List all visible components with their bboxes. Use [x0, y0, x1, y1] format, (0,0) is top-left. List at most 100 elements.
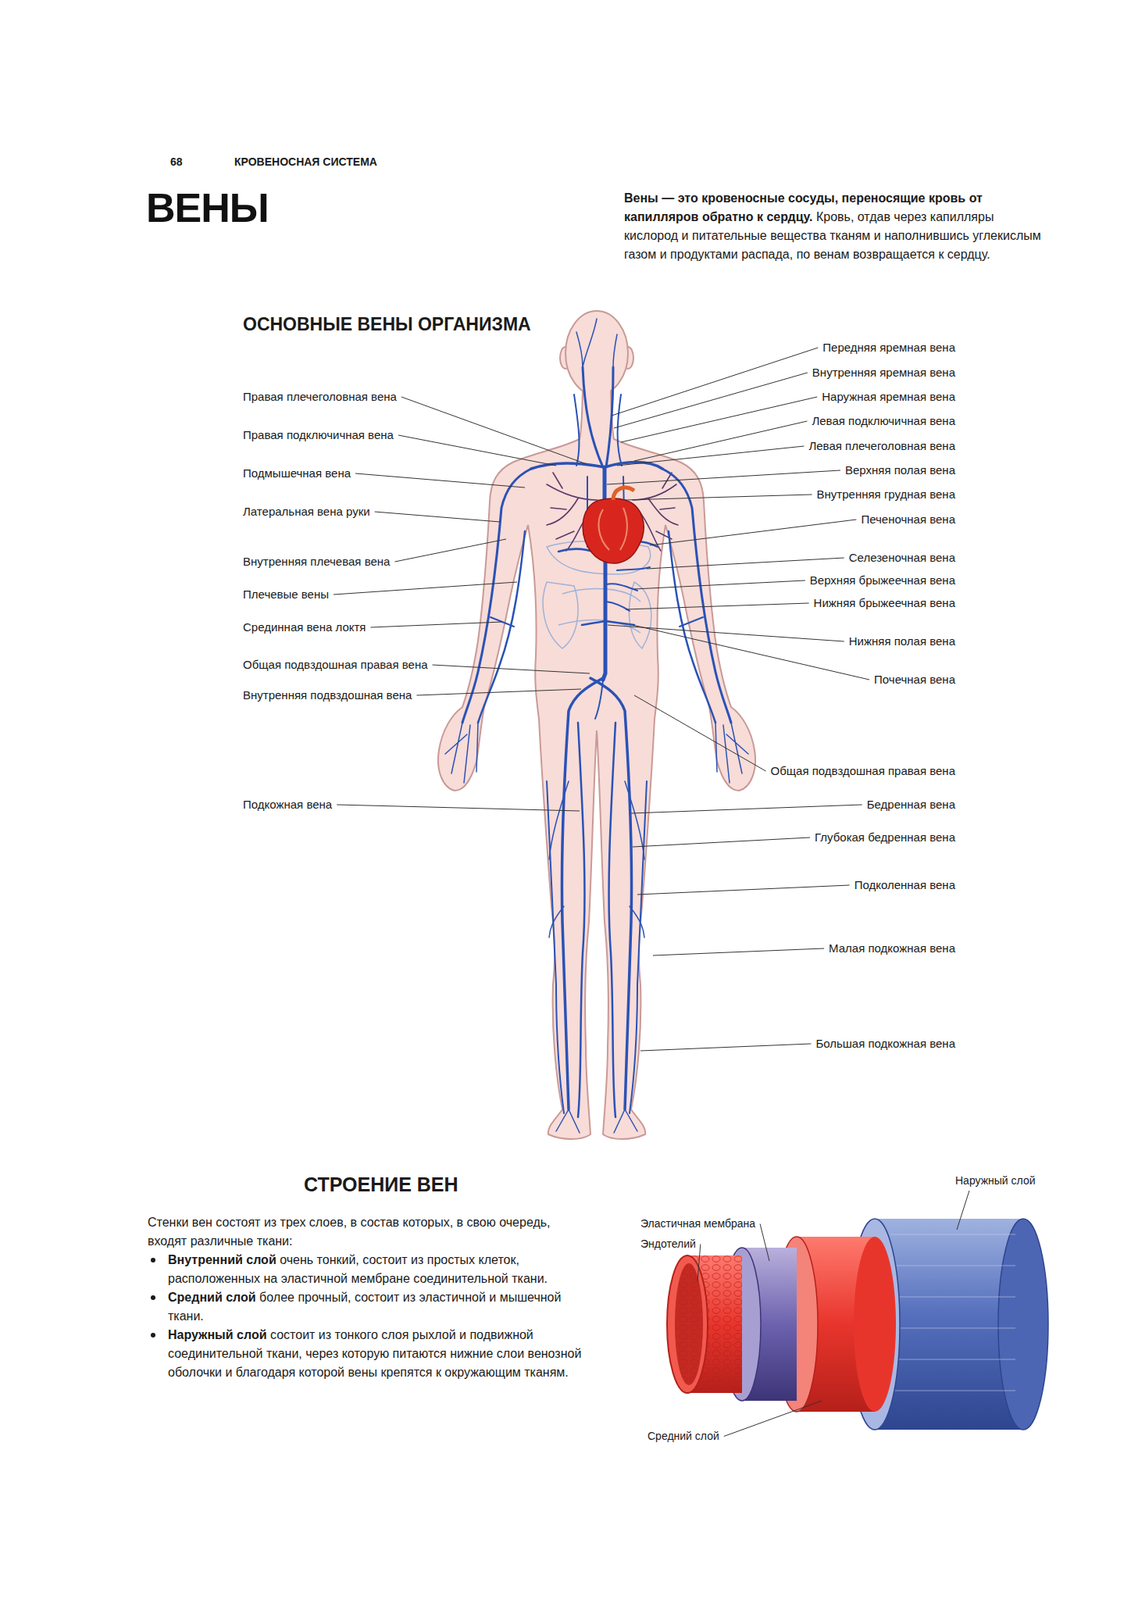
vein-label: Общая подвздошная правая вена [242, 657, 429, 672]
veins-part [602, 546, 606, 680]
heart-part [582, 498, 644, 564]
veins-part [445, 468, 603, 1133]
layer-label: Наружный слой [955, 1173, 1035, 1188]
veins-part [576, 318, 618, 368]
veins [445, 318, 749, 1133]
veins-part [582, 367, 603, 468]
leader-line [956, 1190, 970, 1230]
vein-label: Верхняя полая вена [845, 463, 956, 478]
layer-label: Эндотелий [640, 1237, 696, 1251]
vein-label: Плечевые вены [242, 587, 329, 602]
leader-line [336, 804, 580, 811]
vein-label: Правая подключичная вена [242, 428, 394, 443]
vein-label: Селезеночная вена [849, 550, 956, 565]
bullet-item: Внутренний слойочень тонкий, состоит из … [147, 1250, 587, 1288]
human-figure-part [438, 390, 597, 1139]
vein-wall-cylinder-part [890, 1234, 1016, 1391]
vein-label: Общая подвздошная правая вена [770, 763, 956, 778]
leader-line [370, 621, 503, 628]
vein-label: Передняя яремная вена [822, 340, 956, 355]
leader-line [606, 470, 841, 485]
layer-label: Средний слой [647, 1429, 720, 1443]
leader-line [637, 884, 850, 895]
leader-line [620, 396, 818, 443]
leader-line [624, 494, 813, 500]
leader-line [625, 602, 810, 610]
leader-line [355, 473, 525, 488]
intro-text: Вены — это кровеносные сосуды, переносящ… [624, 189, 1050, 265]
heart-part [598, 507, 627, 550]
heart-part [613, 487, 635, 500]
vein-label: Левая плечеголовная вена [808, 438, 956, 454]
vein-label: Срединная вена локтя [242, 620, 366, 635]
leader-line [394, 538, 507, 562]
human-figure-part [583, 388, 611, 400]
leader-line [646, 557, 845, 569]
vein-label: Верхняя брыжеечная вена [809, 573, 956, 588]
vein-wall-cylinder [667, 1218, 1049, 1430]
vein-label: Нижняя полая вена [849, 634, 956, 649]
veins-part [606, 567, 650, 611]
vein-label: Внутренняя плечевая вена [242, 554, 390, 569]
veins-part [595, 679, 603, 719]
leader-line [724, 1400, 822, 1437]
section-heading: СТРОЕНИЕ ВЕН [303, 1172, 459, 1196]
vein-label: Глубокая бедренная вена [814, 830, 956, 845]
leader-line [634, 695, 766, 771]
veins-part [590, 468, 749, 1133]
leader-line [759, 1223, 770, 1262]
leader-line [649, 519, 857, 546]
vein-wall-cylinder-part [667, 1255, 708, 1393]
body-text: Стенки вен состоят из трех слоев, в сост… [147, 1213, 587, 1382]
vein-wall-cylinder-part [853, 1236, 896, 1412]
vein-wall-cylinder-part [674, 1263, 703, 1385]
leader-line [632, 624, 870, 680]
vein-label: Подмышечная вена [242, 466, 351, 481]
veins-part [581, 620, 635, 625]
organ-outlines-part [542, 581, 578, 649]
leader-line [416, 688, 582, 696]
vein-label: Бедренная вена [866, 797, 956, 812]
page-number: 68 [170, 154, 183, 169]
leader-line [640, 1043, 811, 1051]
bullet-dot [150, 1295, 156, 1300]
vein-label: Подколенная вена [854, 877, 956, 892]
heart [582, 487, 644, 564]
vein-label: Внутренняя яремная вена [812, 365, 956, 380]
leader-line [634, 580, 806, 589]
leader-line [374, 511, 500, 522]
vein-label: Почечная вена [874, 672, 956, 687]
vein-label: Внутренняя грудная вена [817, 487, 956, 502]
vein-label: Правая плечеголовная вена [242, 389, 397, 404]
body-paragraph: Стенки вен состоят из трех слоев, в сост… [147, 1213, 587, 1251]
section-heading: ОСНОВНЫЕ ВЕНЫ ОРГАНИЗМА [242, 313, 532, 336]
leader-line [611, 347, 818, 416]
veins-part [574, 394, 622, 466]
leader-line [333, 581, 518, 595]
vein-wall-cylinder-part [998, 1218, 1049, 1430]
leader-line [398, 435, 557, 466]
leader-line [632, 837, 810, 847]
vein-label: Латеральная вена руки [242, 504, 371, 519]
organ-outlines-part [628, 581, 651, 649]
leader-line [631, 804, 863, 814]
vein-label: Внутренняя подвздошная вена [242, 688, 412, 703]
human-figure-part [565, 310, 628, 396]
vein-label: Левая подключичная вена [811, 413, 956, 429]
bullet-term: Наружный слой [167, 1327, 268, 1342]
running-head: КРОВЕНОСНАЯ СИСТЕМА [234, 154, 378, 169]
page-title: ВЕНЫ [146, 187, 269, 229]
bullet-item: Наружный слойсостоит из тонкого слоя рых… [147, 1325, 587, 1382]
bullet-dot [150, 1332, 156, 1338]
leader-line [617, 445, 804, 466]
leader-line [697, 1244, 701, 1282]
vein-label: Подкожная вена [242, 797, 332, 812]
human-figure [438, 310, 756, 1139]
vein-label: Печеночная вена [860, 512, 956, 527]
bullet-term: Средний слой [167, 1290, 257, 1304]
leader-line [613, 372, 808, 429]
vein-label: Наружная яремная вена [821, 389, 956, 404]
vein-label: Нижняя брыжеечная вена [813, 595, 956, 611]
bullet-term: Внутренний слой [167, 1252, 277, 1267]
